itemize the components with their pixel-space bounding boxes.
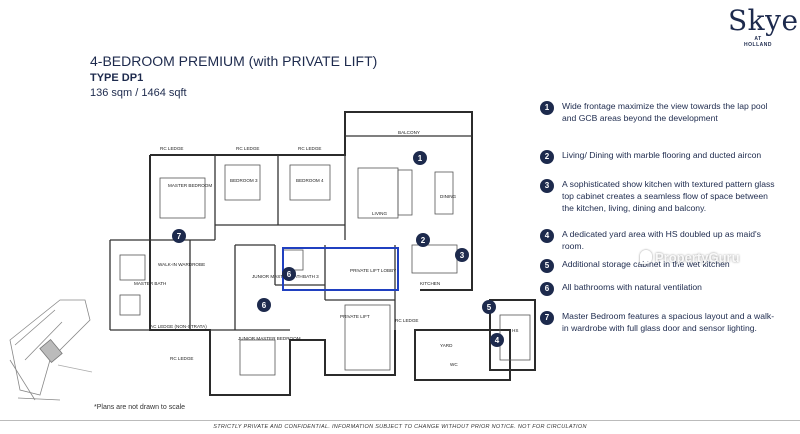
legend-text-4: A dedicated yard area with HS doubled up… — [562, 229, 761, 251]
plan-room-labels: RC LEDGE RC LEDGE RC LEDGE BALCONY MASTE… — [134, 130, 518, 367]
legend-item-1: 1 Wide frontage maximize the view toward… — [540, 100, 780, 124]
label-dining: DINING — [440, 194, 457, 199]
svg-text:4: 4 — [495, 336, 500, 345]
floor-plan: RC LEDGE RC LEDGE RC LEDGE BALCONY MASTE… — [9, 111, 536, 401]
watermark: PropertyGuru — [640, 250, 740, 265]
plan-interior-walls — [109, 135, 472, 331]
legend-text-3: A sophisticated show kitchen with textur… — [562, 179, 775, 213]
brand-sub-at: AT — [754, 36, 762, 42]
svg-text:2: 2 — [421, 236, 426, 245]
marker-5: 5 — [482, 300, 496, 314]
plan-markers: 1 2 3 4 5 6 6 7 — [172, 151, 504, 347]
propertyguru-logo-icon — [640, 250, 652, 264]
legend-num-4: 4 — [540, 229, 554, 243]
label-rc-ledge-3: RC LEDGE — [298, 146, 322, 151]
label-walk-in: WALK-IN WARDROBE — [158, 262, 205, 267]
label-hs: HS — [512, 328, 518, 333]
svg-text:6: 6 — [262, 301, 267, 310]
svg-text:6: 6 — [287, 270, 292, 279]
key-plan — [9, 299, 93, 401]
legend-item-4: 4 A dedicated yard area with HS doubled … — [540, 228, 780, 252]
unit-type: TYPE DP1 — [90, 72, 144, 84]
label-ac-ledge: AC LEDGE (NON-STRATA) — [150, 324, 207, 329]
legend-text-1: Wide frontage maximize the view towards … — [562, 101, 768, 123]
label-wc: WC — [450, 362, 458, 367]
confidential-footer: STRICTLY PRIVATE AND CONFIDENTIAL. INFOR… — [0, 420, 800, 434]
scale-note: *Plans are not drawn to scale — [94, 404, 186, 411]
legend-num-2: 2 — [540, 150, 554, 164]
label-rc-ledge-2: RC LEDGE — [236, 146, 260, 151]
watermark-text: PropertyGuru — [655, 250, 740, 265]
label-balcony: BALCONY — [398, 130, 420, 135]
svg-text:7: 7 — [177, 232, 182, 241]
unit-area: 136 sqm / 1464 sqft — [90, 87, 187, 99]
label-junior-master: JUNIOR MASTER BEDROOM — [238, 336, 301, 341]
legend-text-7: Master Bedroom features a spacious layou… — [562, 311, 775, 333]
legend-item-3: 3 A sophisticated show kitchen with text… — [540, 178, 780, 214]
label-rc-ledge-4: RC LEDGE — [395, 318, 419, 323]
lift-lobby-highlight — [282, 247, 399, 291]
label-junior-bath: JUNIOR MASTER BATH — [252, 274, 303, 279]
legend-num-5: 5 — [540, 259, 554, 273]
label-master-bath: MASTER BATH — [134, 281, 166, 286]
label-yard: YARD — [440, 343, 453, 348]
label-rc-ledge-1: RC LEDGE — [160, 146, 184, 151]
label-bath3: BATH 3 — [303, 274, 319, 279]
legend-num-7: 7 — [540, 311, 554, 325]
marker-6a: 6 — [282, 267, 296, 281]
marker-4: 4 — [490, 333, 504, 347]
label-bedroom4: BEDROOM 4 — [296, 178, 324, 183]
marker-3: 3 — [455, 248, 469, 262]
legend-num-6: 6 — [540, 282, 554, 296]
marker-1: 1 — [413, 151, 427, 165]
svg-text:5: 5 — [487, 303, 492, 312]
plan-walls — [149, 111, 536, 396]
legend-text-2: Living/ Dining with marble flooring and … — [562, 150, 762, 160]
svg-text:3: 3 — [460, 251, 465, 260]
svg-text:1: 1 — [418, 154, 423, 163]
legend-num-3: 3 — [540, 179, 554, 193]
label-rc-ledge-5: RC LEDGE — [170, 356, 194, 361]
legend-num-1: 1 — [540, 101, 554, 115]
unit-title: 4-BEDROOM PREMIUM (with PRIVATE LIFT) — [90, 53, 378, 69]
label-living: LIVING — [372, 211, 387, 216]
marker-7: 7 — [172, 229, 186, 243]
label-master-bedroom: MASTER BEDROOM — [168, 183, 212, 188]
marker-2: 2 — [416, 233, 430, 247]
label-lift-lobby: PRIVATE LIFT LOBBY — [350, 268, 396, 273]
unit-title-block: 4-BEDROOM PREMIUM (with PRIVATE LIFT) TY… — [90, 52, 377, 101]
legend-text-5: Additional storage cabinet in the wet ki… — [562, 259, 730, 269]
legend-item-6: 6 All bathrooms with natural ventilation — [540, 281, 780, 296]
brand-logo: Skye AT HOLLAND — [728, 4, 799, 49]
label-bedroom3: BEDROOM 3 — [230, 178, 258, 183]
legend-text-6: All bathrooms with natural ventilation — [562, 282, 702, 292]
legend-item-5: 5 Additional storage cabinet in the wet … — [540, 258, 780, 273]
marker-6b: 6 — [257, 298, 271, 312]
label-kitchen: KITCHEN — [420, 281, 440, 286]
label-private-lift: PRIVATE LIFT — [340, 314, 370, 319]
brand-name: Skye — [728, 4, 799, 37]
legend-item-2: 2 Living/ Dining with marble flooring an… — [540, 149, 780, 164]
legend-item-7: 7 Master Bedroom features a spacious lay… — [540, 310, 780, 334]
brand-sub-holland: HOLLAND — [744, 42, 772, 48]
